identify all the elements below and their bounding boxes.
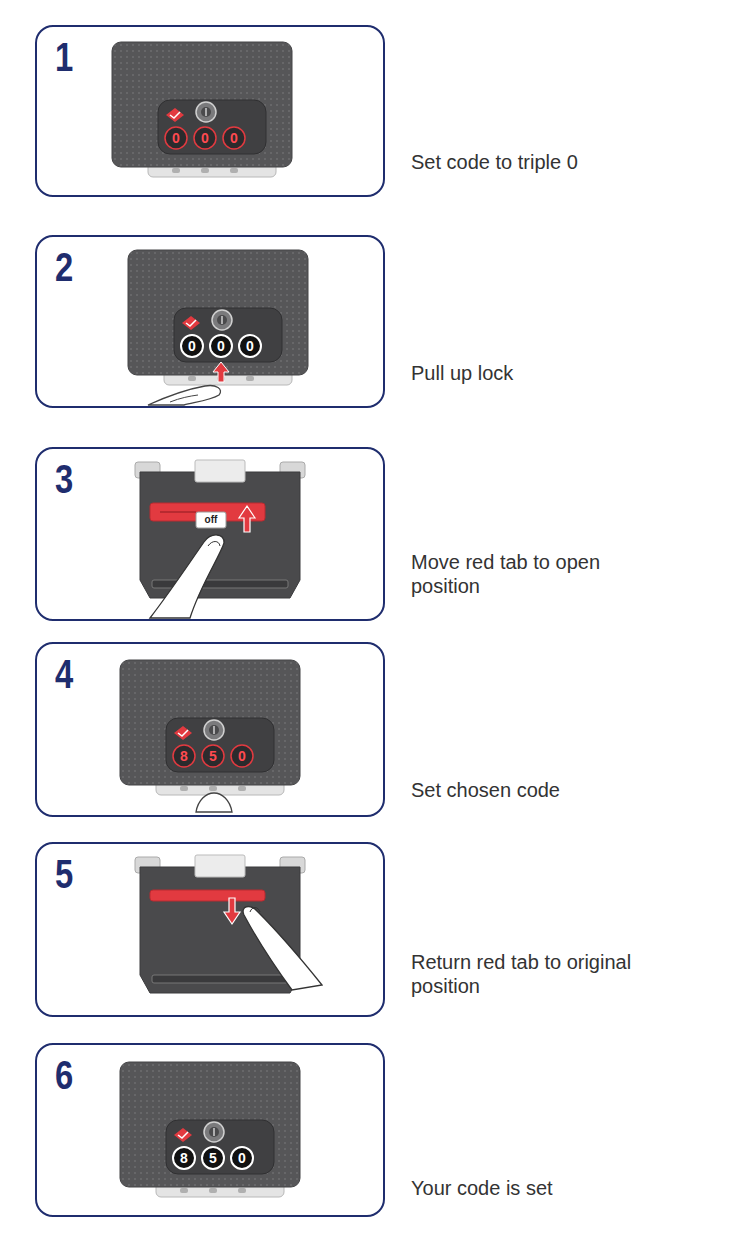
dial-digit: 5: [209, 1151, 217, 1165]
instruction-text: Move red tab to open position: [411, 550, 643, 598]
lock-front: [120, 660, 300, 795]
lock-front: [112, 42, 292, 177]
finger: [243, 907, 322, 990]
step-number: 1: [55, 37, 73, 77]
dial-digit: 0: [246, 339, 254, 353]
fingernail: [250, 908, 260, 913]
fingernail: [208, 542, 220, 547]
step-panel: 6Your code is set: [35, 1043, 385, 1217]
hand-line: [170, 395, 198, 402]
instruction-text: Your code is set: [411, 1176, 643, 1200]
step-number: 2: [55, 247, 73, 287]
dial-digit: 0: [188, 339, 196, 353]
step-panel: 5Return red tab to original position: [35, 842, 385, 1017]
thumb: [196, 793, 232, 812]
dial-digit: 8: [180, 1151, 188, 1165]
tab-label-plate: [196, 512, 226, 528]
dial-digit: 5: [209, 749, 217, 763]
dial-digit: 0: [172, 131, 180, 145]
dial-digit: 0: [201, 131, 209, 145]
dial-wheels: [181, 335, 261, 357]
dial-wheels: [173, 1147, 253, 1169]
step-number: 5: [55, 854, 73, 894]
dial-digit: 0: [238, 749, 246, 763]
step-panel: 2Pull up lock: [35, 235, 385, 408]
lock-front: [120, 1062, 300, 1197]
step-panel: 4Set chosen code: [35, 642, 385, 817]
red-tab: [150, 890, 265, 901]
move-arrow: [239, 506, 255, 532]
dial-digit: 0: [217, 339, 225, 353]
instruction-text: Set chosen code: [411, 778, 643, 802]
hand: [148, 386, 221, 405]
step-panel: 1Set code to triple 0: [35, 25, 385, 197]
dial-wheels: [165, 127, 245, 149]
push-arrow: [213, 362, 229, 382]
step-number: 6: [55, 1055, 73, 1095]
step-panel: 3Move red tab to open position: [35, 447, 385, 621]
tab-ridge: [160, 511, 196, 513]
lock-front: [128, 250, 308, 385]
dial-digit: 0: [238, 1151, 246, 1165]
instruction-text: Return red tab to original position: [411, 950, 643, 998]
step-number: 4: [55, 654, 73, 694]
move-arrow: [224, 898, 240, 924]
instruction-text: Pull up lock: [411, 361, 643, 385]
tab-label: off: [205, 515, 218, 525]
step-number: 3: [55, 459, 73, 499]
dial-digit: 8: [180, 749, 188, 763]
dial-wheels: [173, 745, 253, 767]
lock-mechanism: [135, 460, 305, 598]
instruction-text: Set code to triple 0: [411, 150, 643, 174]
finger: [150, 535, 224, 618]
dial-digit: 0: [230, 131, 238, 145]
